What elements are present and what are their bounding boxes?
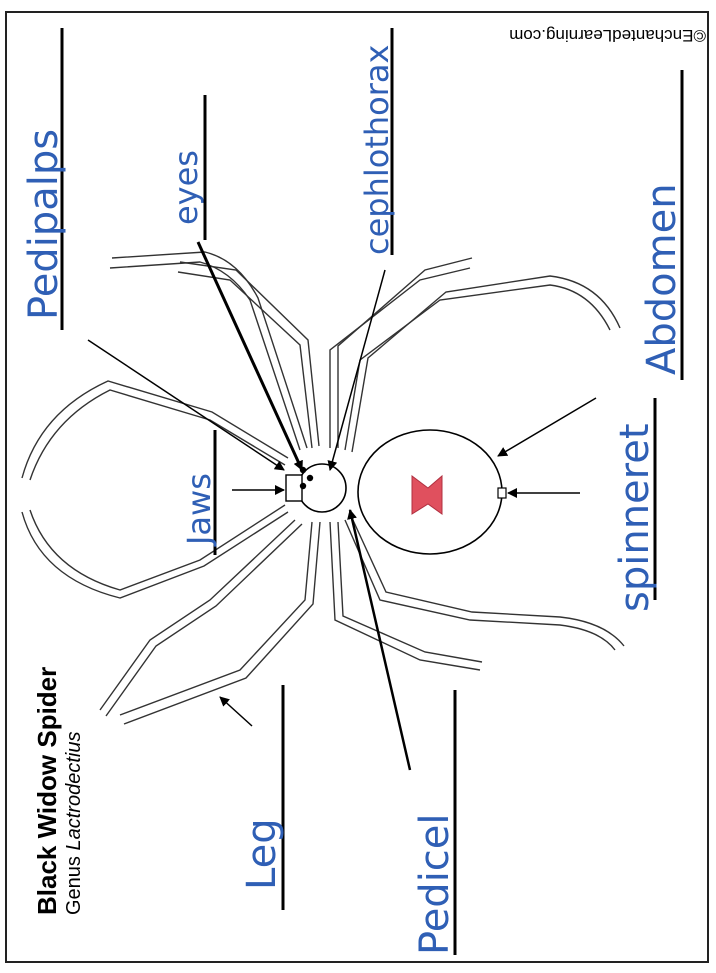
leg-upper-3: [330, 268, 470, 448]
arrow-leg: [220, 697, 252, 726]
page-border: [6, 12, 708, 962]
label-leg: Leg: [239, 818, 285, 890]
leg-upper-1: [110, 262, 300, 450]
pointer-arrows: [88, 242, 596, 770]
label-pedicel: Pedicel: [412, 813, 458, 955]
eye-dot-2: [300, 483, 306, 489]
label-jaws: Jaws: [180, 473, 218, 547]
label-spinneret: spinneret: [612, 423, 658, 612]
leg-arc-bottom-left-outline: [22, 512, 288, 598]
genus-prefix: Genus: [63, 856, 85, 915]
leg-arc-top-left-outline: [22, 381, 288, 478]
genus-line: Genus Lactrodectius: [63, 732, 85, 915]
spinneret-shape: [498, 488, 506, 498]
copyright-text: ©EnchantedLearning.com: [509, 26, 706, 45]
leg-lower-1-outline: [106, 524, 302, 716]
jaws-shape: [286, 475, 302, 501]
worksheet-title: Black Widow Spider: [32, 667, 62, 915]
label-pedipalps: Pedipalps: [21, 129, 67, 320]
label-eyes: eyes: [167, 150, 205, 225]
leg-lower-1: [100, 520, 295, 710]
label-abdomen: Abdomen: [639, 183, 685, 375]
leg-arc-top-left: [30, 390, 285, 480]
genus-name: Lactrodectius: [63, 732, 85, 851]
leg-lower-2-outline: [124, 522, 320, 724]
leg-upper-4: [345, 285, 610, 450]
arrow-pedipalps: [88, 340, 284, 470]
arrow-abdomen: [498, 398, 596, 456]
label-cephalothorax: cephlothorax: [358, 45, 396, 255]
eye-dot-3: [307, 475, 313, 481]
leg-upper-2: [178, 272, 312, 448]
